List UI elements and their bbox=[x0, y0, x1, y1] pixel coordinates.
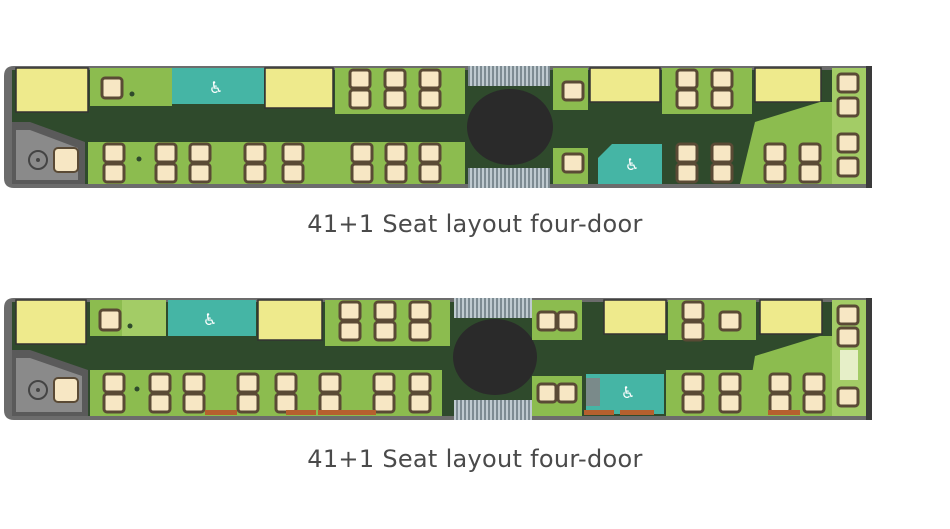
wheelchair-icon: ♿ bbox=[203, 310, 217, 329]
bellows bbox=[454, 298, 532, 318]
wheelchair-area bbox=[172, 68, 264, 104]
bus-rear-cap bbox=[866, 66, 872, 188]
turntable bbox=[467, 89, 553, 165]
seat-group bbox=[675, 68, 734, 110]
luggage-area bbox=[754, 67, 822, 103]
seat-group bbox=[836, 72, 860, 178]
bellows bbox=[468, 66, 550, 86]
steering-wheel-icon bbox=[28, 150, 48, 170]
luggage-area bbox=[15, 299, 87, 345]
bellows bbox=[454, 400, 532, 420]
layout-caption: 41+1 Seat layout four-door bbox=[307, 210, 643, 238]
layout-caption: 41+1 Seat layout four-door bbox=[307, 445, 643, 473]
luggage-area bbox=[603, 299, 667, 335]
seat bbox=[98, 308, 122, 332]
turntable bbox=[453, 319, 537, 395]
bellows bbox=[468, 168, 550, 188]
wheelchair-icon: ♿ bbox=[625, 155, 639, 174]
seat-group bbox=[338, 300, 432, 342]
door-step bbox=[286, 410, 316, 415]
seat-group bbox=[836, 304, 860, 408]
seat bbox=[556, 310, 578, 332]
door-step bbox=[205, 410, 237, 415]
seat bbox=[536, 310, 558, 332]
bench-area bbox=[668, 300, 756, 340]
seat-group bbox=[348, 68, 442, 110]
seat-group bbox=[675, 142, 822, 184]
bus-floorplan-1: ♿ bbox=[4, 66, 872, 188]
seat bbox=[561, 80, 585, 102]
seat-group bbox=[102, 372, 432, 414]
wheelchair-area bbox=[168, 300, 256, 336]
wheelchair-icon: ♿ bbox=[621, 383, 635, 402]
driver-seat bbox=[53, 377, 79, 403]
seat-group bbox=[102, 142, 442, 184]
wheelchair-area bbox=[598, 144, 662, 184]
luggage-area bbox=[759, 299, 823, 335]
seat bbox=[100, 76, 124, 100]
door-step bbox=[620, 410, 654, 415]
seat bbox=[561, 152, 585, 174]
driver-seat bbox=[53, 147, 79, 173]
bus-layout-1: ♿ bbox=[0, 62, 950, 192]
seat bbox=[536, 382, 558, 404]
wheelchair-icon: ♿ bbox=[209, 78, 223, 97]
seat-group bbox=[681, 300, 742, 342]
bench-area bbox=[88, 142, 465, 184]
luggage-area bbox=[589, 67, 661, 103]
seat bbox=[556, 382, 578, 404]
seat-group bbox=[681, 372, 826, 414]
door-step bbox=[584, 410, 614, 415]
door-step bbox=[768, 410, 800, 415]
bench-area bbox=[666, 370, 756, 416]
steering-wheel-icon bbox=[28, 380, 48, 400]
luggage-area bbox=[264, 67, 334, 109]
bus-rear-cap bbox=[866, 298, 872, 420]
bus-floorplan-2: ♿ bbox=[4, 298, 872, 420]
luggage-area bbox=[257, 299, 323, 341]
luggage-area bbox=[15, 67, 89, 113]
door-step bbox=[318, 410, 376, 415]
bus-layout-2: ♿ bbox=[0, 294, 950, 424]
